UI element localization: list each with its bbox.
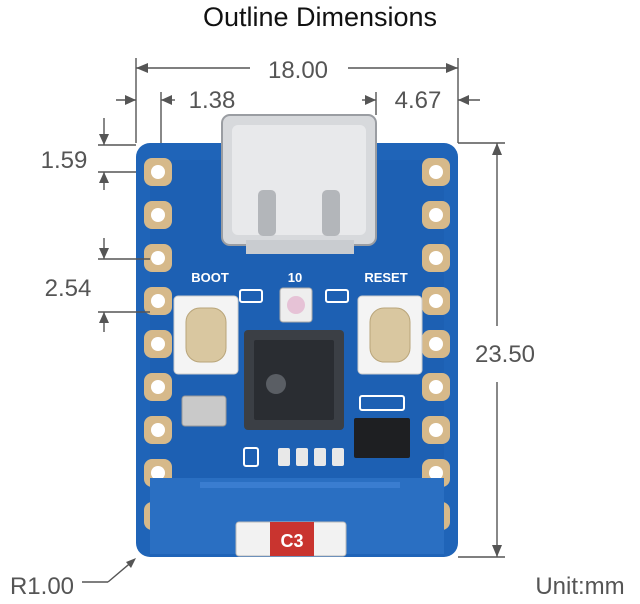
right-pad-hole-4 (429, 294, 443, 308)
pitch-arrow-2 (99, 312, 109, 323)
capacitor-outline (243, 447, 259, 467)
right-pad-hole-6 (429, 380, 443, 394)
right-pad-hole-8 (429, 466, 443, 480)
width-dimension-text: 18.00 (268, 57, 328, 84)
rgb-led (279, 287, 313, 323)
boot-button-cap (185, 307, 227, 363)
left-pad-hole-6 (151, 380, 165, 394)
reset-button (357, 295, 423, 375)
left-pad-hole-1 (151, 165, 165, 179)
chip-body (254, 340, 334, 420)
antenna-red-band (270, 522, 314, 556)
crystal (181, 395, 227, 427)
usb-c-pins (246, 240, 354, 254)
left-offset-arrow-1 (125, 95, 136, 105)
height-arrow-top (492, 143, 502, 155)
left-castellated-pads (144, 158, 172, 530)
boot-label: BOOT (191, 270, 229, 285)
left-pad-hole-3 (151, 251, 165, 265)
diagram-title: Outline Dimensions (202, 2, 438, 32)
left-offset-arrow-2 (161, 95, 172, 105)
boot-button (173, 295, 239, 375)
pad-top-arrow-2 (99, 172, 109, 183)
antenna-chip-label: C3 (280, 531, 303, 551)
pitch-arrow-1 (99, 248, 109, 259)
right-pad-hole-2 (429, 208, 443, 222)
radius-arrow (126, 558, 136, 568)
pad-top-dimension-text: 1.59 (41, 147, 88, 174)
left-offset-dimension-text: 1.38 (189, 87, 236, 114)
dimension-lines (82, 58, 505, 583)
ldo-regulator (354, 418, 410, 458)
right-offset-dimension-text: 4.67 (395, 87, 442, 114)
height-dimension-text: 23.50 (475, 341, 535, 368)
left-pad-hole-2 (151, 208, 165, 222)
right-castellated-pads (422, 158, 450, 530)
small-components (181, 289, 410, 467)
right-offset-arrow-2 (458, 95, 469, 105)
smd-outline-2 (325, 289, 349, 303)
reset-button-cap (369, 307, 411, 363)
resistor-1 (278, 448, 290, 466)
left-pad-hole-8 (151, 466, 165, 480)
rgb-led-lens (287, 296, 305, 314)
chip-logo (266, 374, 286, 394)
width-arrow-right (446, 63, 458, 73)
unit-label: Unit:mm (535, 573, 624, 600)
smd-outline-3 (359, 395, 405, 411)
usb-c-leg-left (258, 190, 276, 236)
io10-label: 10 (288, 270, 302, 285)
resistor-4 (332, 448, 344, 466)
left-pad-hole-5 (151, 337, 165, 351)
ceramic-antenna: C3 (235, 521, 347, 557)
left-pad-hole-7 (151, 423, 165, 437)
reset-label: RESET (364, 270, 407, 285)
smd-outline-1 (239, 289, 263, 303)
pad-top-arrow-1 (99, 134, 109, 145)
resistor-2 (296, 448, 308, 466)
usb-c-face (232, 125, 366, 235)
right-pad-hole-5 (429, 337, 443, 351)
left-pad-hole-4 (151, 294, 165, 308)
right-pad-hole-3 (429, 251, 443, 265)
usb-c-connector (221, 114, 377, 254)
width-arrow-left (136, 63, 148, 73)
right-pad-hole-1 (429, 165, 443, 179)
esp32-chip (244, 330, 344, 430)
right-pad-hole-7 (429, 423, 443, 437)
right-offset-arrow-1 (365, 95, 376, 105)
antenna-edge (200, 482, 400, 488)
resistor-3 (314, 448, 326, 466)
pitch-dimension-text: 2.54 (45, 275, 92, 302)
usb-c-leg-right (322, 190, 340, 236)
height-arrow-bottom (492, 545, 502, 557)
corner-radius-text: R1.00 (10, 573, 74, 600)
